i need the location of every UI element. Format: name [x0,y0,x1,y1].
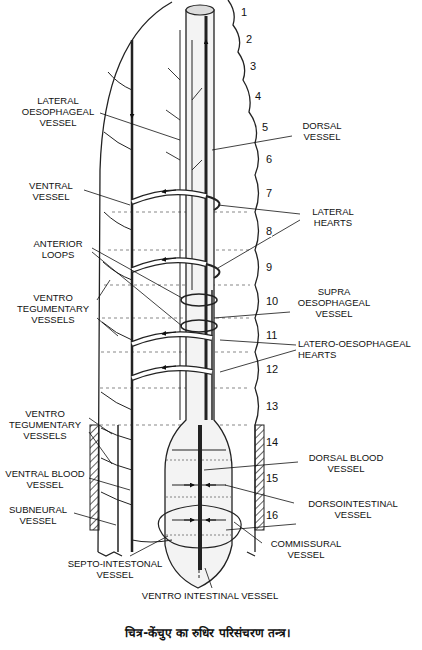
part-label: DORSOINTESTINAL VESSEL [296,498,410,520]
segment-number-text: 11 [266,329,277,341]
oesophageal-branches [166,68,202,170]
segment-number: 12 [266,364,278,375]
part-label-text: VENTRO TEGUMENTARY VESSELS [17,292,89,325]
segment-number: 4 [255,91,261,102]
segment-number-text: 8 [266,225,272,237]
part-label: SUBNEURAL VESSEL [2,504,74,526]
part-label: ANTERIOR LOOPS [25,238,91,260]
segment-number-text: 7 [266,187,272,199]
segment-number-text: 2 [246,33,252,45]
part-label-text: VENTRAL BLOOD VESSEL [5,468,84,490]
segment-number-text: 9 [266,261,272,273]
leader-lines [74,113,300,588]
segment-number-text: 15 [266,472,278,484]
commissural-ring [200,505,241,548]
part-label-text: VENTRAL VESSEL [29,180,73,202]
part-label: LATERAL OESOPHAGEAL VESSEL [18,95,98,129]
part-label-text: VENTRO TEGUMENTARY VESSELS [9,408,81,441]
intestinal-arrows [184,485,216,520]
segment-number: 7 [266,188,272,199]
part-label: LATERAL HEARTS [302,206,364,228]
part-label: VENTRAL BLOOD VESSEL [2,468,88,490]
part-label: LATERO-OESOPHAGEAL HEARTS [298,338,416,360]
body-left-edge [98,2,172,552]
dorsal-vessel [205,16,208,420]
part-label: SEPTO-INTESTONAL VESSEL [58,558,172,580]
segment-number-text: 3 [250,60,256,72]
part-label-text: LATERAL HEARTS [312,206,354,228]
part-label-text: COMMISSURAL VESSEL [271,538,342,560]
supra-oesophageal-vessel [211,290,213,420]
ventral-vessel [131,40,134,552]
part-label: SUPRA OESOPHAGEAL VESSEL [292,286,376,320]
figure-caption: चित्र-केंचुए का रुधिर परिसंचरण तन्त्र। [0,626,419,640]
segment-number: 1 [241,7,247,18]
part-label-text: LATERO-OESOPHAGEAL HEARTS [298,338,411,360]
lateral-oesophageal-vessel [180,30,192,420]
alimentary-canal [165,10,232,588]
part-label: DORSAL VESSEL [292,120,352,142]
part-label-text: DORSAL VESSEL [302,120,341,142]
segment-number-text: 13 [266,400,278,412]
part-label-text: SUPRA OESOPHAGEAL VESSEL [298,286,370,319]
part-label: VENTRO INTESTINAL VESSEL [140,590,280,601]
segment-number-text: 5 [262,121,268,133]
segment-number: 16 [266,510,278,521]
intestinal-vessels [132,450,241,548]
part-label: VENTRAL VESSEL [20,180,82,202]
segment-number-text: 4 [255,90,261,102]
part-label-text: DORSOINTESTINAL VESSEL [308,498,398,520]
segment-number: 6 [266,154,272,165]
segment-number: 5 [262,122,268,133]
part-label-text: DORSAL BLOOD VESSEL [309,452,384,474]
hearts [132,192,219,378]
blood-vessels [118,16,212,578]
part-label: VENTRO TEGUMENTARY VESSELS [10,292,96,326]
segment-number-text: 16 [266,509,278,521]
segment-number: 2 [246,34,252,45]
flow-arrows [132,40,206,368]
part-label-text: SUBNEURAL VESSEL [9,504,67,526]
part-label: DORSAL BLOOD VESSEL [300,452,392,474]
ventro-tegumentary-vessels [101,72,132,505]
part-label-text: ANTERIOR LOOPS [33,238,82,260]
segment-septa [100,212,250,425]
segment-number-text: 6 [266,153,272,165]
mouth-opening [186,5,214,15]
part-label: VENTRO TEGUMENTARY VESSELS [2,408,88,442]
anterior-loops [181,294,217,332]
segment-number-text: 12 [266,363,278,375]
part-label: COMMISSURAL VESSEL [264,538,348,560]
part-label-text: SEPTO-INTESTONAL VESSEL [68,558,163,580]
part-label-text: VENTRO INTESTINAL VESSEL [142,590,278,601]
segment-number: 3 [250,61,256,72]
segment-number: 11 [266,330,277,341]
segment-number: 15 [266,473,278,484]
segment-number-text: 1 [241,6,247,18]
segment-number: 14 [266,437,278,448]
subneural-vessel [117,425,119,552]
part-label-text: LATERAL OESOPHAGEAL VESSEL [22,95,94,128]
segment-number: 13 [266,401,278,412]
segment-number-text: 14 [266,436,278,448]
segment-number: 10 [266,296,278,307]
segment-number-text: 10 [266,295,278,307]
segment-number: 8 [266,226,272,237]
segment-number: 9 [266,262,272,273]
